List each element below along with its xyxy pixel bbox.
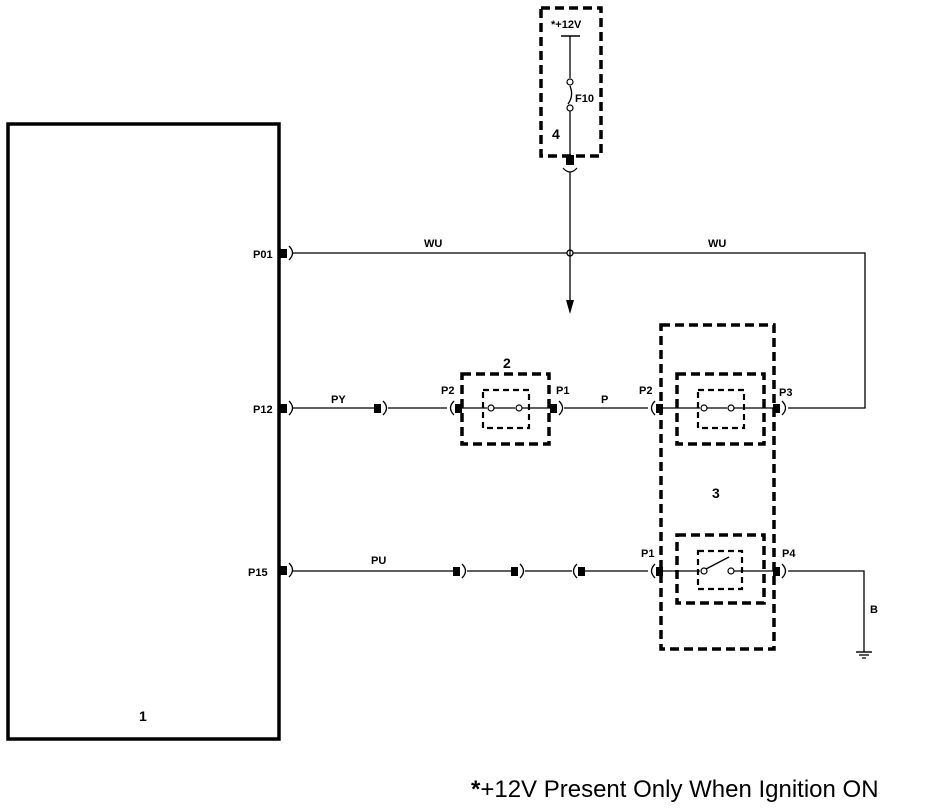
pin-p12-connector <box>288 400 294 416</box>
switch-3-housing <box>659 323 776 651</box>
switch-3-p2-terminal <box>656 404 663 413</box>
switch-3-p2-label: P2 <box>639 385 652 397</box>
footnote-star: * <box>471 776 481 803</box>
inline-connector-2 <box>461 563 467 579</box>
fuse-box-label: 4 <box>552 126 560 142</box>
switch-2-p2-label: P2 <box>441 385 454 397</box>
switch-3-p1-label: P1 <box>641 548 654 560</box>
switch-3-p2-connector <box>650 400 656 416</box>
switch-3-p4-connector <box>781 563 787 579</box>
switch-3-p3-label: P3 <box>779 387 792 399</box>
fuse-name-label: F10 <box>575 93 594 105</box>
inline-terminal-3 <box>511 567 518 576</box>
pin-p12-label: P12 <box>253 404 273 416</box>
fuse-f10-symbol <box>567 85 573 105</box>
wire-b-label: B <box>870 604 878 616</box>
switch-2-p1-connector <box>558 400 564 416</box>
inline-connector-3 <box>519 563 525 579</box>
fuse-terminal-bottom <box>566 104 574 112</box>
switch-3-label: 3 <box>712 485 720 501</box>
switch-3-lower-contact-b <box>727 567 735 575</box>
switch-3-lower-blade <box>705 556 730 570</box>
switch-3-lower-housing <box>675 533 766 605</box>
switch-2-p1-label: P1 <box>556 385 569 397</box>
pin-p01-connector <box>288 245 294 261</box>
wire-wu-right-label: WU <box>708 238 726 250</box>
wire-py-label: PY <box>331 394 346 406</box>
fuse-box-terminal <box>566 155 574 165</box>
footnote: *+12V Present Only When Ignition ON <box>471 776 879 803</box>
switch-3-p1-connector <box>650 563 656 579</box>
footnote-text: +12V Present Only When Ignition ON <box>480 776 878 803</box>
switch-3-lower-contact-a <box>700 567 708 575</box>
inline-terminal-2 <box>453 567 460 576</box>
switch-3-p4-terminal <box>773 567 780 576</box>
switch-3-upper-contact-a <box>700 404 708 412</box>
wire-p-label: P <box>601 394 608 406</box>
switch-2-contact-a <box>487 404 495 412</box>
continues-arrow-icon <box>566 300 574 314</box>
switch-3-p1-terminal <box>656 567 663 576</box>
wire-b <box>788 570 865 652</box>
pin-p01-label: P01 <box>253 249 273 261</box>
switch-2-inner <box>481 388 531 430</box>
pin-p01-terminal <box>280 249 287 258</box>
inline-connector-1 <box>382 400 388 416</box>
switch-3-p3-connector <box>781 400 787 416</box>
fuse-box-connector <box>562 167 578 173</box>
ecu-label: 1 <box>139 708 147 724</box>
fuse-supply-label: *+12V <box>551 19 582 31</box>
switch-3-lower-inner <box>696 549 744 591</box>
inline-terminal-1 <box>374 404 381 413</box>
switch-2-p2-connector <box>449 400 455 416</box>
wire-pu-label: PU <box>371 555 386 567</box>
wire-wu-left-label: WU <box>424 238 442 250</box>
switch-3-upper-inner <box>696 388 746 430</box>
pin-p15-connector <box>288 562 294 578</box>
pin-p12-terminal <box>280 404 287 413</box>
wire-wu <box>293 252 866 409</box>
switch-2-p1-terminal <box>550 404 557 413</box>
pin-p15-label: P15 <box>248 567 268 579</box>
pin-p15-terminal <box>280 566 287 575</box>
switch-3-p4-label: P4 <box>782 548 796 560</box>
fuse-terminal-top <box>566 78 574 86</box>
switch-2-contact-b <box>515 404 523 412</box>
switch-3-upper-contact-b <box>727 404 735 412</box>
inline-terminal-4 <box>578 567 585 576</box>
switch-2-label: 2 <box>503 355 511 371</box>
switch-2-housing <box>460 372 551 446</box>
switch-3-p3-terminal <box>773 404 780 413</box>
switch-2-p2-terminal <box>455 404 462 413</box>
switch-3-upper-housing <box>675 372 766 446</box>
inline-connector-4 <box>572 563 578 579</box>
ecu-box <box>6 122 281 741</box>
